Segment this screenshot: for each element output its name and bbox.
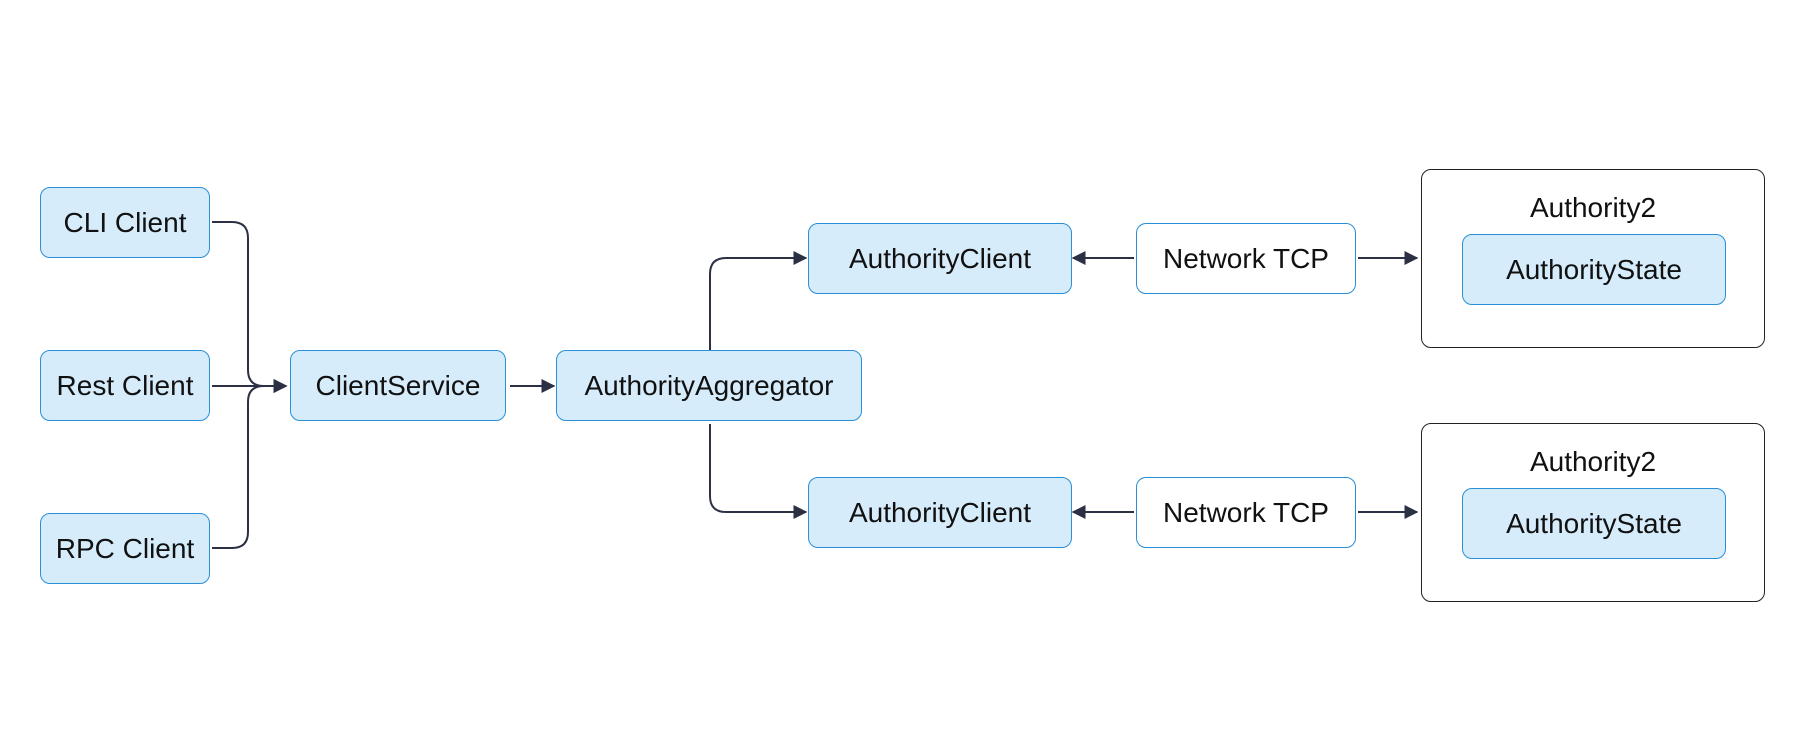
bottom-authority-state-label: AuthorityState [1506,507,1682,539]
client-service-node: ClientService [290,350,506,421]
bottom-authority-client-node: AuthorityClient [808,477,1072,548]
bottom-network-tcp-node: Network TCP [1136,477,1356,548]
top-authority-client-node: AuthorityClient [808,223,1072,294]
edge-aggregator-to-bottom-authorityclient [709,424,808,519]
top-authority-state-label: AuthorityState [1506,253,1682,285]
edge-cli-to-clientservice [212,221,288,393]
authority-aggregator-node: AuthorityAggregator [556,350,862,421]
rest-client-label: Rest Client [56,369,194,401]
bottom-authority-state-node: AuthorityState [1462,488,1726,559]
authority-aggregator-label: AuthorityAggregator [584,369,834,401]
top-authority-title: Authority2 [1529,192,1657,223]
top-network-tcp-label: Network TCP [1163,242,1329,274]
top-authority-client-label: AuthorityClient [848,242,1032,274]
bottom-network-tcp-label: Network TCP [1163,496,1329,528]
cli-client-label: CLI Client [63,206,187,238]
rest-client-node: Rest Client [40,350,210,421]
bottom-authority-title: Authority2 [1529,446,1657,477]
bottom-authority-group: Authority2 AuthorityState [1421,423,1765,602]
top-authority-state-node: AuthorityState [1462,234,1726,305]
bottom-authority-client-label: AuthorityClient [848,496,1032,528]
top-authority-group: Authority2 AuthorityState [1421,169,1765,348]
rpc-client-label: RPC Client [55,532,195,564]
edge-aggregator-to-top-authorityclient [709,251,808,350]
cli-client-node: CLI Client [40,187,210,258]
rpc-client-node: RPC Client [40,513,210,584]
client-service-label: ClientService [315,369,481,401]
edge-rpc-to-clientservice [212,379,288,549]
top-network-tcp-node: Network TCP [1136,223,1356,294]
